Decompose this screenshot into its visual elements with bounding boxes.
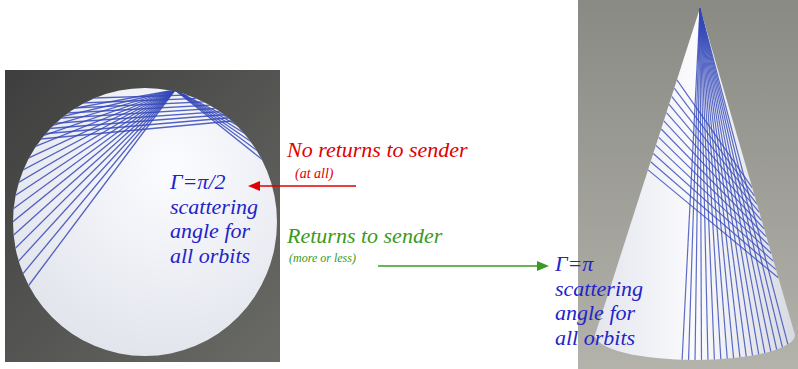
pointer-arrow (256, 185, 356, 187)
orbit-line (700, 8, 786, 362)
orbit-line (653, 154, 773, 262)
orbit-line (30, 116, 285, 140)
orbit-lines (5, 90, 285, 292)
orbit-line (656, 145, 771, 253)
arrow-head (248, 181, 260, 191)
orbit-line (18, 90, 175, 163)
orbit-line (30, 110, 285, 130)
orbit-line (9, 90, 175, 255)
orbit-line (700, 8, 734, 362)
orbit-line (659, 137, 769, 245)
orbit-line (648, 170, 778, 278)
orbit-line (682, 8, 700, 362)
orbit-line (175, 90, 271, 161)
orbit-line (664, 121, 764, 229)
photo-background (5, 70, 280, 362)
orbit-line (30, 104, 285, 120)
note-label: No returns to sender (287, 138, 468, 163)
angle-label: Γ=π/2 scattering angle for all orbits (170, 170, 270, 269)
angle-label: Γ=π scattering angle for all orbits (555, 252, 655, 351)
arrow-head (537, 261, 549, 271)
orbit-line (700, 8, 780, 362)
orbit-line (651, 162, 776, 270)
orbit-line (666, 113, 761, 221)
note-label: (more or less) (289, 252, 356, 265)
orbit-line (18, 90, 175, 280)
orbit-line (175, 90, 275, 170)
orbit-lines (648, 8, 792, 362)
note-label: Returns to sender (287, 224, 442, 249)
orbit-line (30, 107, 285, 125)
orbit-line (30, 113, 285, 135)
orbit-line (669, 104, 759, 212)
note-label: (at all) (295, 166, 334, 182)
orbit-line (30, 92, 285, 100)
orbit-line (677, 80, 752, 188)
orbit-line (30, 101, 285, 115)
orbit-line (5, 90, 175, 228)
pointer-arrow (378, 265, 540, 267)
orbit-line (700, 8, 741, 362)
orbit-line (674, 88, 754, 196)
orbit-line (672, 96, 757, 204)
orbit-line (661, 129, 766, 237)
orbit-line (700, 8, 767, 362)
